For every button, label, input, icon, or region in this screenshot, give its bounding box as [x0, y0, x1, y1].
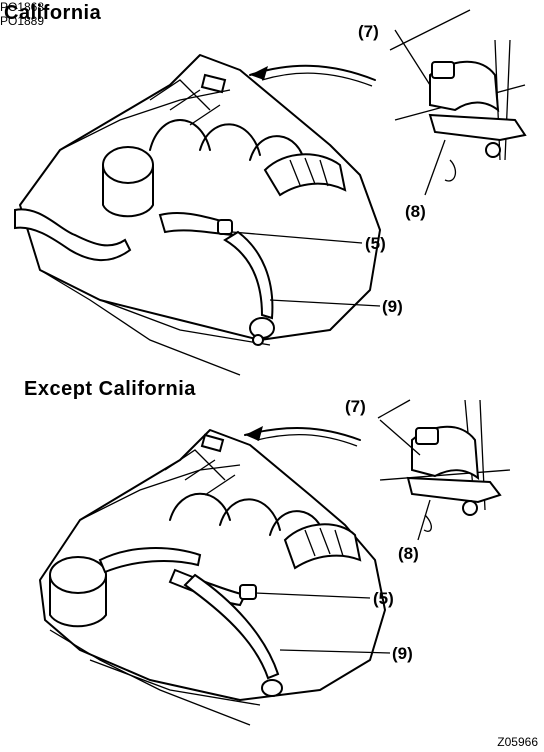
- except-california-label-5: (5): [373, 589, 394, 608]
- except-california-engine-illustration: [39, 426, 391, 726]
- part-codes: PO1868 PO1889: [0, 0, 544, 28]
- california-label-7: (7): [358, 22, 379, 41]
- except-california-heading: Except California: [24, 378, 196, 400]
- california-label-8: (8): [405, 202, 426, 221]
- california-inset-detail: [389, 9, 527, 196]
- except-california-label-9: (9): [392, 644, 413, 663]
- figure-id: Z05966: [497, 735, 538, 749]
- california-engine-illustration: [14, 54, 381, 376]
- california-heading: California: [4, 2, 102, 24]
- except-california-label-7: (7): [345, 397, 366, 416]
- california-label-5: (5): [365, 234, 386, 253]
- part-code-2: PO1889: [0, 14, 45, 28]
- part-code-1: PO1868: [0, 0, 45, 14]
- except-california-label-8: (8): [398, 544, 419, 563]
- except-california-inset-detail: [377, 399, 511, 541]
- california-label-9: (9): [382, 297, 403, 316]
